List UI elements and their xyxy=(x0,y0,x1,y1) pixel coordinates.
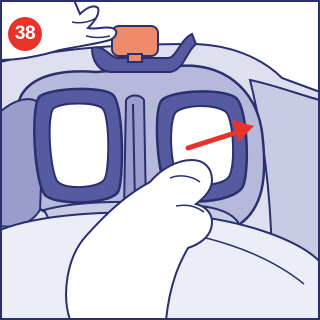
headrest-left-window xyxy=(50,104,109,188)
headrest-adjust-knob xyxy=(112,26,158,56)
step-number-badge: 38 xyxy=(8,17,42,51)
knob-stem xyxy=(128,54,142,62)
